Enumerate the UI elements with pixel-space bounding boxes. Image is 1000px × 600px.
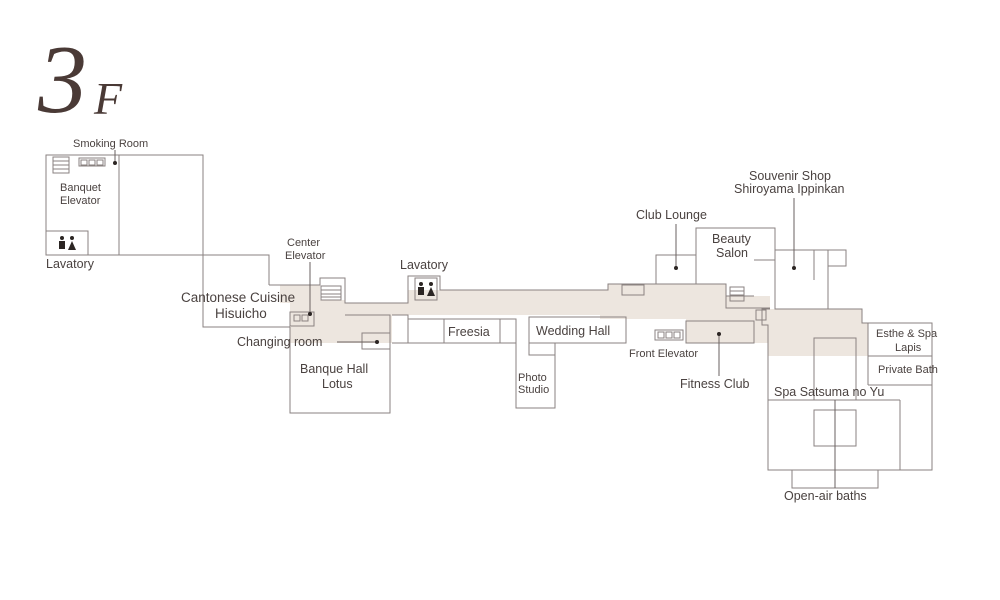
label-cantonese-2: Hisuicho	[215, 306, 267, 321]
stairs-icon	[729, 286, 767, 321]
label-club-lounge: Club Lounge	[636, 208, 707, 222]
corridor-walls	[269, 255, 754, 344]
label-wedding-hall: Wedding Hall	[536, 324, 610, 338]
label-center-elevator-2: Elevator	[285, 250, 326, 262]
label-beauty-salon-1: Beauty	[712, 232, 752, 246]
label-esthe-spa-1: Esthe & Spa	[876, 328, 938, 340]
leader-lines	[113, 150, 836, 488]
label-open-air-baths: Open-air baths	[784, 489, 867, 503]
label-beauty-salon-2: Salon	[716, 246, 748, 260]
floor-suffix: F	[94, 73, 123, 124]
elevator-icon	[654, 329, 684, 341]
stairs-icon	[320, 285, 342, 301]
label-front-elevator: Front Elevator	[629, 348, 698, 360]
restroom-icon	[414, 277, 438, 301]
label-esthe-spa-2: Lapis	[895, 342, 922, 354]
label-freesia: Freesia	[448, 325, 490, 339]
label-private-bath: Private Bath	[878, 364, 938, 376]
label-center-elevator-1: Center	[287, 237, 320, 249]
label-fitness-club: Fitness Club	[680, 377, 750, 391]
corridor	[280, 284, 868, 356]
label-banquet-elevator-1: Banquet	[60, 182, 101, 194]
label-souvenir-2: Shiroyama Ippinkan	[734, 182, 845, 196]
label-banquet-elevator-2: Elevator	[60, 195, 101, 207]
label-spa: Spa Satsuma no Yu	[774, 385, 884, 399]
label-lavatory-center: Lavatory	[400, 258, 449, 272]
label-souvenir-1: Souvenir Shop	[749, 169, 831, 183]
floor-title: 3 F	[38, 30, 148, 130]
label-banquet-hall-2: Lotus	[322, 377, 353, 391]
floor-number: 3	[38, 26, 87, 134]
elevator-icon	[293, 314, 309, 322]
restroom-icon	[59, 236, 76, 250]
label-changing-room: Changing room	[237, 335, 322, 349]
wedding-hall	[515, 316, 627, 409]
souvenir-shop	[774, 249, 847, 310]
label-lavatory-west: Lavatory	[46, 257, 95, 271]
label-smoking-room: Smoking Room	[73, 138, 148, 150]
label-photo-studio-1: Photo	[518, 372, 547, 384]
label-cantonese-1: Cantonese Cuisine	[181, 290, 295, 305]
west-wing	[45, 154, 290, 328]
label-banquet-hall-1: Banque Hall	[300, 362, 368, 376]
label-photo-studio-2: Studio	[518, 384, 549, 396]
banquet-hall-lotus	[289, 311, 391, 414]
club-lounge-block	[655, 227, 776, 344]
stairs-icon	[52, 156, 70, 174]
elevator-icon	[78, 157, 106, 167]
